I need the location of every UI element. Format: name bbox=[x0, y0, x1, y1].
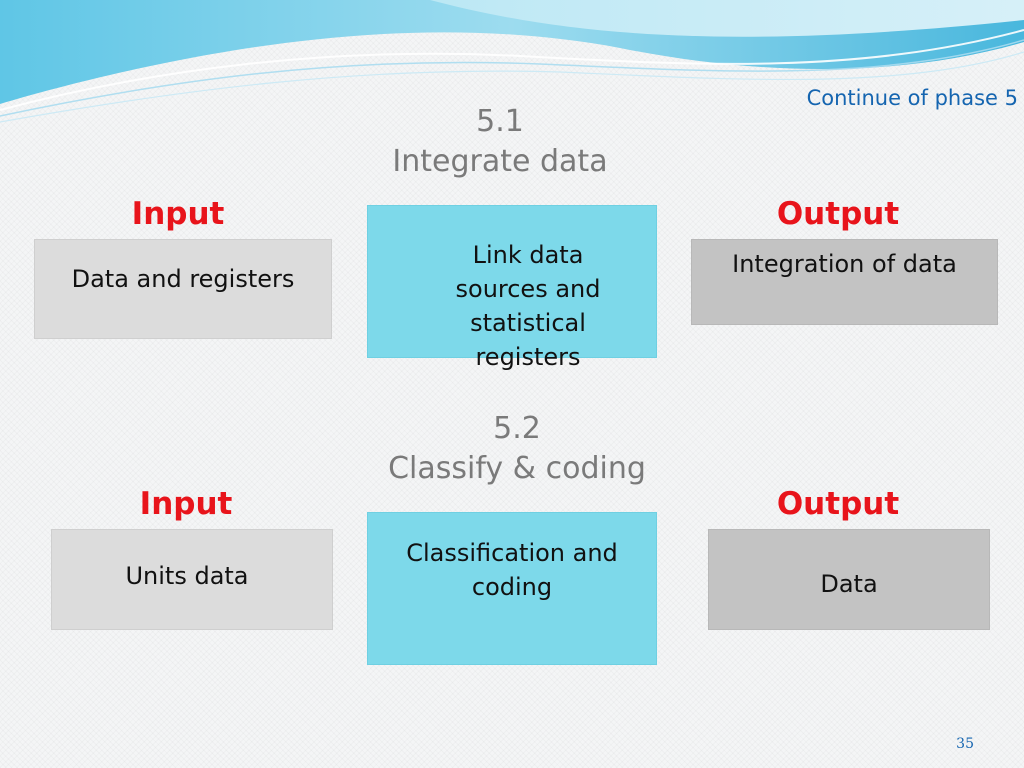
step-5-1-title: 5.1 Integrate data bbox=[392, 102, 608, 182]
process-box-text: Link data sources and statistical regist… bbox=[455, 241, 601, 371]
input-box-text: Data and registers bbox=[71, 265, 295, 293]
step-5-1-process-box: Link data sources and statistical regist… bbox=[367, 205, 657, 371]
step-title-text: Integrate data bbox=[392, 144, 608, 179]
step-5-1-output-label: Output bbox=[776, 196, 900, 232]
page-number: 35 bbox=[956, 736, 974, 752]
step-number: 5.1 bbox=[476, 104, 524, 139]
step-5-2-title: 5.2 Classify & coding bbox=[386, 409, 648, 489]
step-5-1-output-box: Integration of data bbox=[691, 239, 998, 325]
input-box-text: Units data bbox=[125, 562, 249, 590]
header-wave-decoration bbox=[0, 0, 1024, 123]
phase-subtitle: Continue of phase 5 bbox=[806, 86, 1018, 110]
step-5-2-output-label: Output bbox=[776, 486, 900, 522]
step-5-1-input-box: Data and registers bbox=[34, 239, 332, 339]
process-box-text: Classification and coding bbox=[406, 539, 618, 601]
step-5-2-output-box: Data bbox=[708, 529, 990, 630]
output-box-text: Data bbox=[820, 570, 878, 598]
step-title-text: Classify & coding bbox=[388, 451, 646, 486]
step-5-2-input-label: Input bbox=[139, 486, 233, 522]
step-5-1-input-label: Input bbox=[131, 196, 225, 232]
step-5-2-input-box: Units data bbox=[51, 529, 333, 630]
step-5-2-process-box: Classification and coding bbox=[367, 512, 657, 665]
output-box-text: Integration of data bbox=[732, 250, 957, 278]
step-number: 5.2 bbox=[493, 411, 541, 446]
